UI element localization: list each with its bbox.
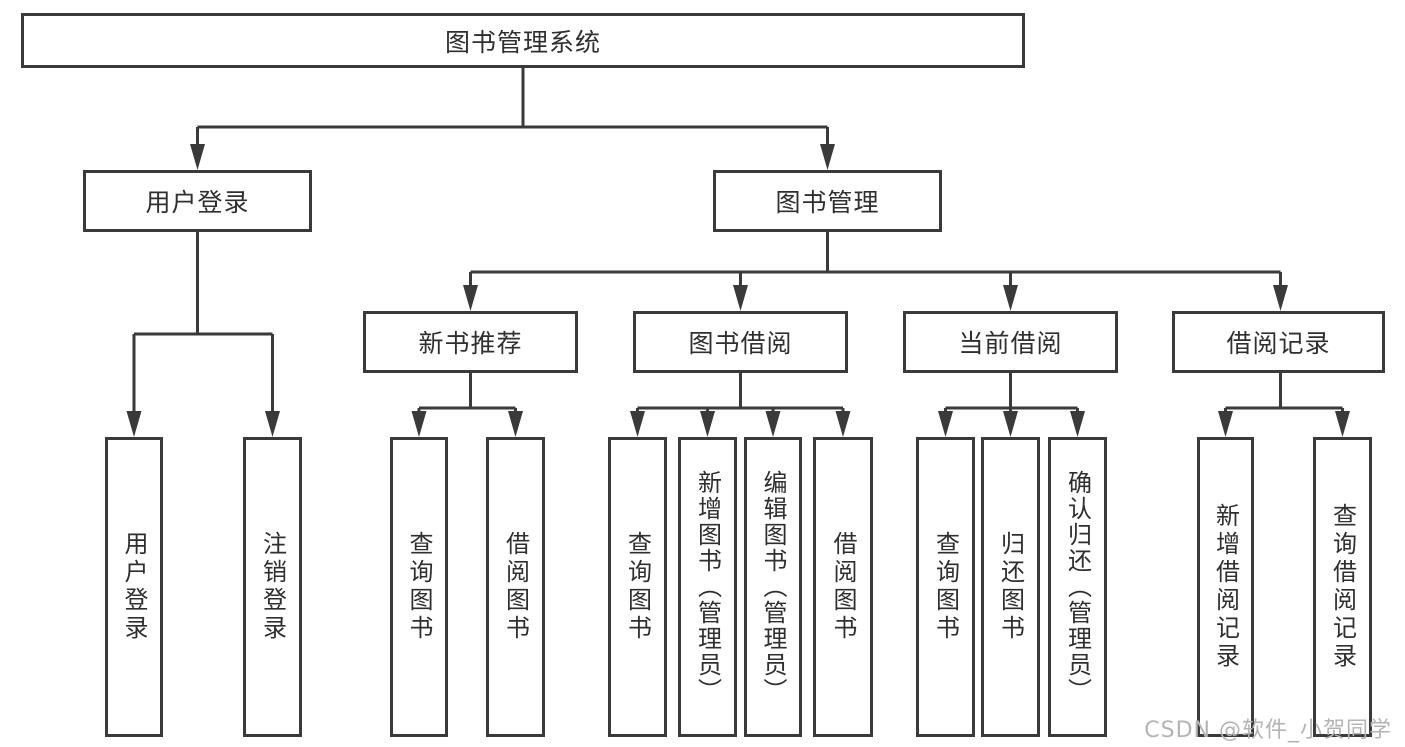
leaf-edit-books-admin: 编辑图书（管理员） <box>744 437 802 737</box>
node-user-login: 用户登录 <box>83 170 312 232</box>
leaf-borrow-books-newbook: 借阅图书 <box>486 437 545 737</box>
leaf-query-borrow-record: 查询借阅记录 <box>1313 437 1372 737</box>
node-book-management: 图书管理 <box>713 170 942 232</box>
node-borrow-records: 借阅记录 <box>1172 311 1385 373</box>
leaf-confirm-return-admin: 确认归还（管理员） <box>1048 437 1107 737</box>
node-library-management-system: 图书管理系统 <box>21 13 1025 68</box>
node-book-borrow: 图书借阅 <box>633 311 848 373</box>
node-current-borrow: 当前借阅 <box>903 311 1118 373</box>
leaf-add-books-admin: 新增图书（管理员） <box>678 437 737 737</box>
leaf-add-borrow-record: 新增借阅记录 <box>1197 437 1254 737</box>
node-new-book-recommend: 新书推荐 <box>363 311 578 373</box>
leaf-return-books: 归还图书 <box>981 437 1040 737</box>
leaf-query-books-newbook: 查询图书 <box>390 437 448 737</box>
leaf-logout-login: 注销登录 <box>243 437 302 737</box>
leaf-borrow-books-borrow: 借阅图书 <box>813 437 873 737</box>
leaf-user-login: 用户登录 <box>105 437 163 737</box>
csdn-watermark: CSDN @软件_小贺同学 <box>1144 718 1392 743</box>
leaf-query-books-borrow: 查询图书 <box>608 437 667 737</box>
leaf-query-books-current: 查询图书 <box>916 437 975 737</box>
